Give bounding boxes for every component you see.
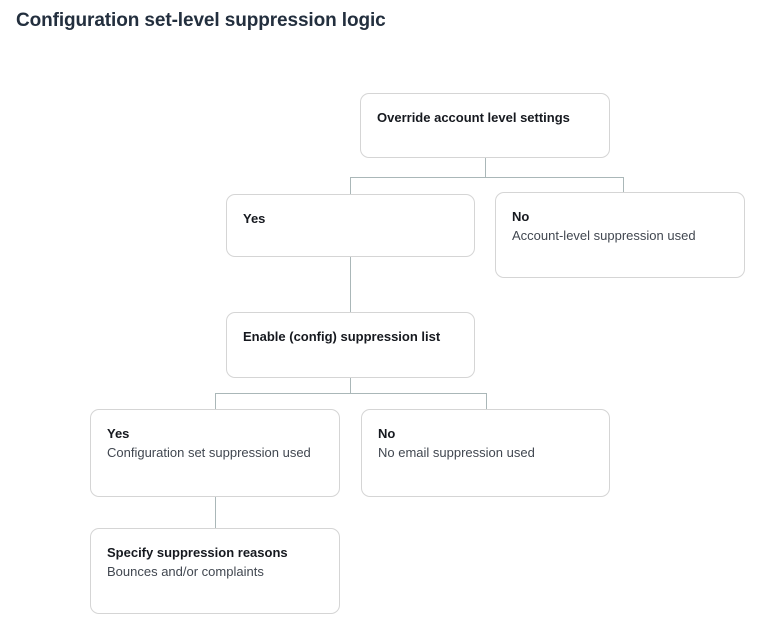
connector-enable-stem <box>350 378 351 394</box>
node-specify-suppression-reasons[interactable]: Specify suppression reasons Bounces and/… <box>90 528 340 614</box>
node-subtitle: Bounces and/or complaints <box>107 564 264 579</box>
connector-enable-to-no <box>486 393 487 410</box>
node-override-yes[interactable]: Yes <box>226 194 475 257</box>
connector-yes-to-enable <box>350 257 351 313</box>
connector-root-stem <box>485 158 486 178</box>
node-override-no[interactable]: No Account-level suppression used <box>495 192 745 278</box>
connector-enable-bar <box>215 393 487 394</box>
connector-root-to-yes <box>350 177 351 195</box>
node-title: Enable (config) suppression list <box>243 329 441 344</box>
node-enable-no[interactable]: No No email suppression used <box>361 409 610 497</box>
page-title: Configuration set-level suppression logi… <box>16 10 386 31</box>
connector-root-bar <box>350 177 624 178</box>
node-title: Yes <box>107 426 130 441</box>
node-enable-yes[interactable]: Yes Configuration set suppression used <box>90 409 340 497</box>
node-subtitle: Configuration set suppression used <box>107 445 311 460</box>
node-title: No <box>378 426 396 441</box>
connector-enable-to-yes <box>215 393 216 410</box>
node-enable-config-suppression-list[interactable]: Enable (config) suppression list <box>226 312 475 378</box>
node-title: Specify suppression reasons <box>107 545 288 560</box>
node-title: Override account level settings <box>377 110 570 125</box>
node-title: No <box>512 209 530 224</box>
node-subtitle: Account-level suppression used <box>512 228 696 243</box>
node-title: Yes <box>243 211 266 226</box>
connector-yes-to-specify <box>215 497 216 529</box>
node-subtitle: No email suppression used <box>378 445 535 460</box>
connector-root-to-no <box>623 177 624 193</box>
node-override-account-level-settings[interactable]: Override account level settings <box>360 93 610 158</box>
